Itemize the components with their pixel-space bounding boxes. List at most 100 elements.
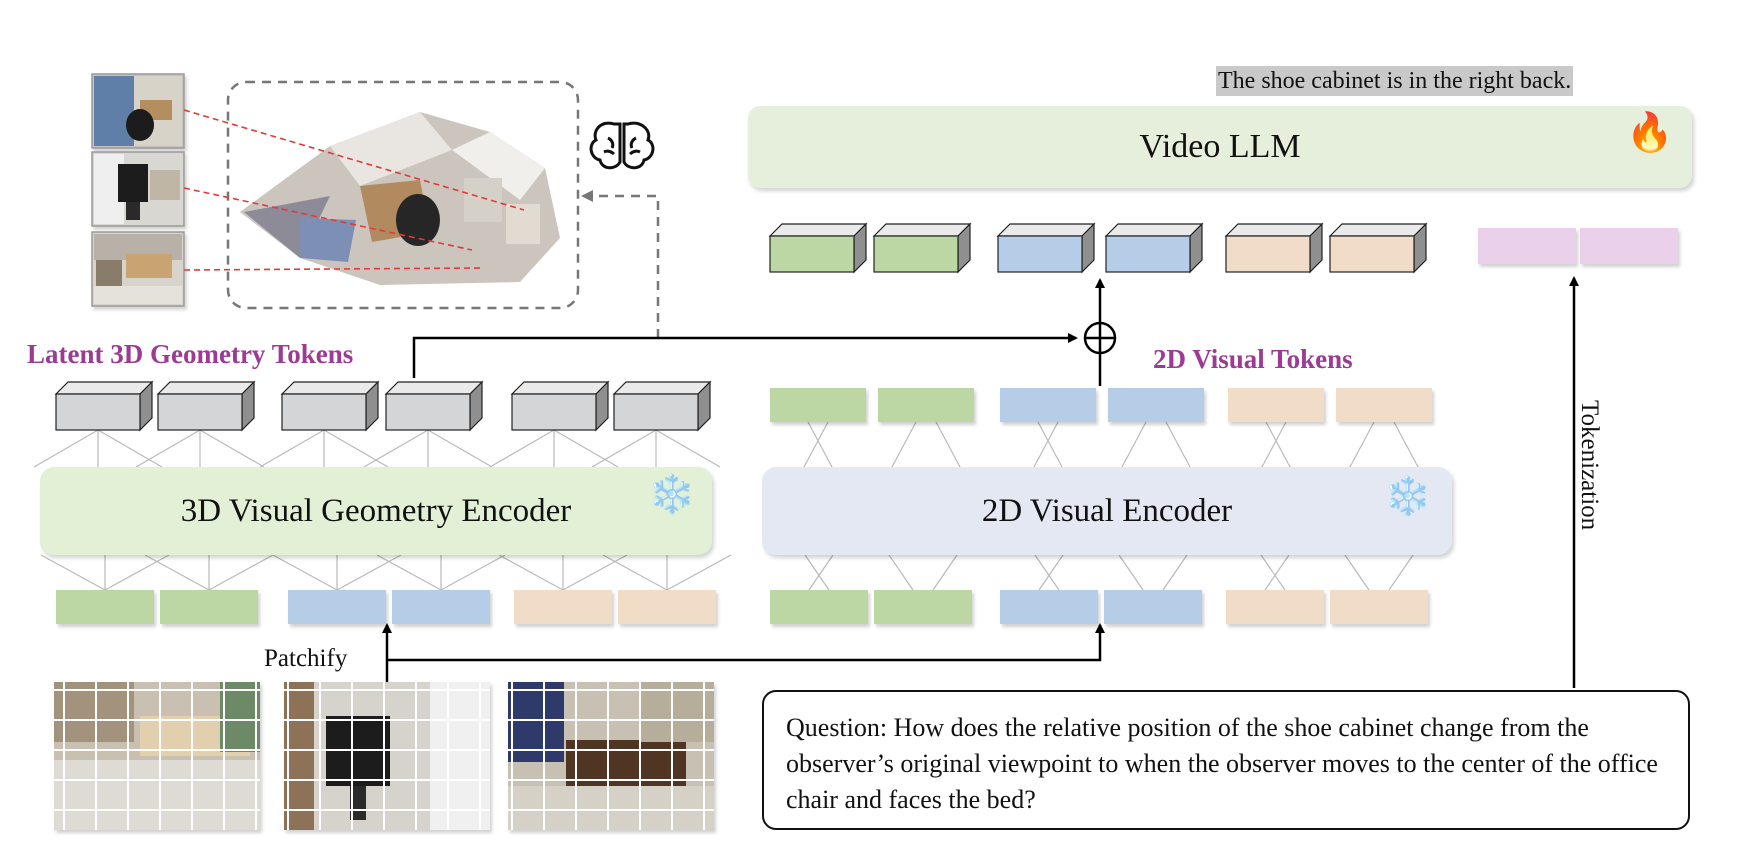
latent-geometry-token-4 <box>384 380 484 432</box>
connector-line <box>655 429 721 468</box>
connector-line <box>363 429 429 468</box>
input-frame-2 <box>284 682 490 830</box>
connector-line <box>803 421 829 468</box>
connector-line <box>1034 554 1060 591</box>
patch-token-3d-2 <box>160 590 258 624</box>
connector-line <box>562 554 628 591</box>
patch-token-3d-6 <box>618 590 716 624</box>
input-frame-3 <box>508 682 714 830</box>
connector-line <box>440 554 506 591</box>
connector-line <box>591 429 657 468</box>
connector-line <box>259 429 325 468</box>
llm-input-visual-token-3 <box>996 222 1096 274</box>
connector-line <box>1349 421 1375 468</box>
latent-geometry-token-2 <box>156 380 256 432</box>
video-llm-block: Video LLM <box>748 106 1692 188</box>
visual-token-1 <box>770 388 866 422</box>
patch-token-2d-5 <box>1226 590 1324 624</box>
point-cloud-reconstruction <box>240 112 560 285</box>
connector-line <box>1261 421 1287 468</box>
connector-line <box>498 554 564 591</box>
connector-line <box>808 554 834 591</box>
connector-line <box>40 554 106 591</box>
connector-line <box>1344 554 1370 591</box>
input-frame-1 <box>54 682 260 830</box>
latent-geometry-token-5 <box>510 380 610 432</box>
connector-line <box>932 554 958 591</box>
question-box: Question: How does the relative position… <box>762 690 1690 830</box>
text-token-2 <box>1580 228 1678 264</box>
connector-line <box>888 554 914 591</box>
brain-icon <box>589 121 655 170</box>
connector-line <box>144 554 210 591</box>
visual-token-3 <box>1000 388 1096 422</box>
patch-token-3d-4 <box>392 590 490 624</box>
connector-line <box>891 421 917 468</box>
visual-token-6 <box>1336 388 1432 422</box>
connector-line <box>1118 554 1144 591</box>
connector-line <box>1388 554 1414 591</box>
snowflake-icon-2d: ❄️ <box>1384 476 1432 518</box>
visual-token-4 <box>1108 388 1204 422</box>
geometry-encoder-label: 3D Visual Geometry Encoder <box>180 492 572 529</box>
connector-line <box>1037 421 1063 468</box>
connector-line <box>97 429 163 468</box>
patch-token-2d-2 <box>874 590 972 624</box>
connector-line <box>1393 421 1419 468</box>
connector-line <box>553 429 619 468</box>
connector-line <box>199 429 265 468</box>
connector-line <box>336 554 402 591</box>
connector-line <box>272 554 338 591</box>
connector-line <box>807 421 833 468</box>
connector-line <box>935 421 961 468</box>
view-thumbnail-1 <box>91 73 185 149</box>
latent-geometry-token-1 <box>54 380 154 432</box>
view-thumbnail-2 <box>91 151 185 227</box>
connector-line <box>602 554 668 591</box>
patch-token-3d-1 <box>56 590 154 624</box>
connector-line <box>1162 554 1188 591</box>
patch-token-2d-6 <box>1330 590 1428 624</box>
tokenization-label: Tokenization <box>1576 400 1603 531</box>
connector-line <box>666 554 732 591</box>
answer-text: The shoe cabinet is in the right back. <box>1216 66 1574 96</box>
visual-token-2 <box>878 388 974 422</box>
text-token-1 <box>1478 228 1576 264</box>
connector-line <box>427 429 493 468</box>
patch-token-3d-5 <box>514 590 612 624</box>
connector-line <box>135 429 201 468</box>
reconstruction-panel <box>91 73 655 310</box>
connector-line <box>1165 421 1191 468</box>
patchify-label: Patchify <box>264 645 348 672</box>
latent-to-fusion-arrow <box>412 333 1078 378</box>
connector-line <box>489 429 555 468</box>
connector-line <box>323 429 389 468</box>
visual-tokens-label: 2D Visual Tokens <box>1153 344 1353 374</box>
patch-token-3d-3 <box>288 590 386 624</box>
video-llm-label: Video LLM <box>1139 128 1301 165</box>
patch-token-2d-1 <box>770 590 868 624</box>
snowflake-icon: ❄️ <box>648 474 696 516</box>
connector-line <box>33 429 99 468</box>
llm-input-visual-token-1 <box>768 222 868 274</box>
flow-arrows <box>382 190 1579 688</box>
latent-geometry-token-6 <box>612 380 712 432</box>
point-cloud-frame <box>226 80 580 310</box>
patch-token-2d-4 <box>1104 590 1202 624</box>
projection-lines <box>183 109 525 271</box>
connector-line <box>208 554 274 591</box>
circle-plus-icon <box>1083 321 1117 355</box>
llm-input-visual-token-4 <box>1104 222 1204 274</box>
connector-line <box>1260 554 1286 591</box>
input-frames <box>54 682 714 830</box>
llm-input-visual-token-5 <box>1224 222 1324 274</box>
latent-tokens-label: Latent 3D Geometry Tokens <box>27 339 354 369</box>
encoder-connections <box>33 421 1419 591</box>
latent-geometry-token-3 <box>280 380 380 432</box>
visual-encoder-label: 2D Visual Encoder <box>981 492 1233 529</box>
llm-input-visual-token-6 <box>1328 222 1428 274</box>
visual-token-5 <box>1228 388 1324 422</box>
view-thumbnail-3 <box>91 231 185 307</box>
connector-line <box>1121 421 1147 468</box>
